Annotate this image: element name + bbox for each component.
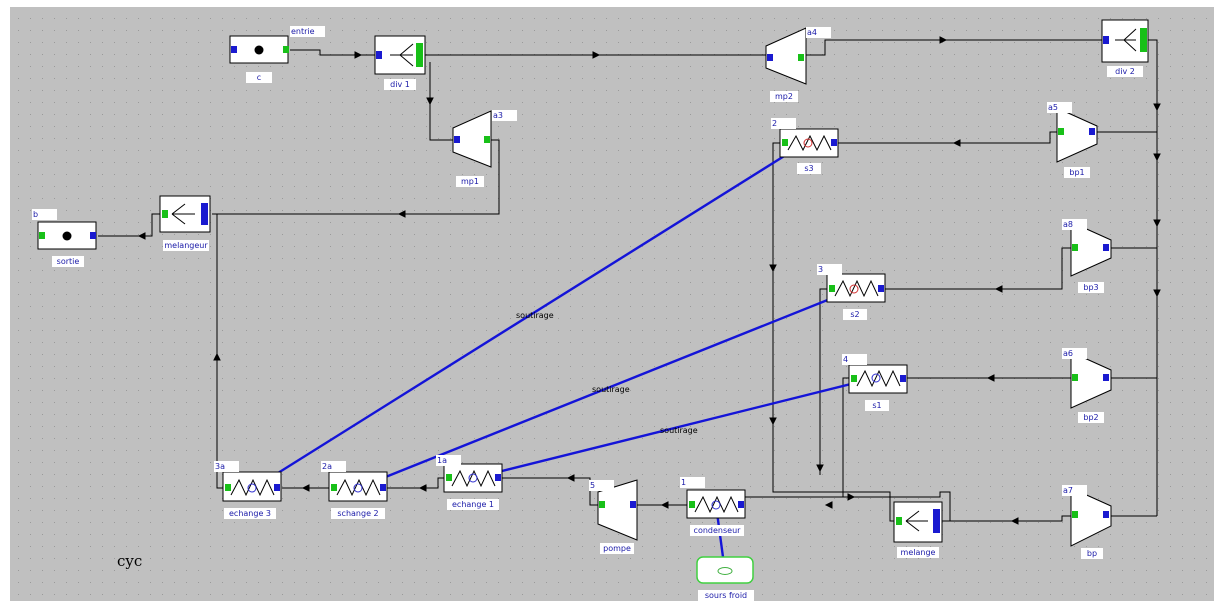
point-label-1: 1 bbox=[680, 477, 705, 488]
label-s2: s2 bbox=[843, 309, 867, 320]
component-bp[interactable] bbox=[1070, 487, 1112, 547]
component-bp1[interactable] bbox=[1056, 107, 1098, 163]
component-s3[interactable] bbox=[779, 128, 839, 158]
component-c[interactable] bbox=[229, 35, 289, 64]
point-label-1a: 1a bbox=[436, 455, 461, 466]
label-bp2: bp2 bbox=[1078, 412, 1104, 423]
component-source-froid[interactable] bbox=[696, 556, 754, 584]
component-pompe[interactable] bbox=[597, 479, 638, 541]
component-s1[interactable] bbox=[848, 364, 908, 394]
stream-div2-bus[interactable] bbox=[1148, 39, 1158, 516]
component-sortie[interactable] bbox=[37, 221, 97, 250]
point-label-entrie: entrie bbox=[290, 26, 325, 37]
point-label-4: 4 bbox=[842, 354, 867, 365]
label-div2: div 2 bbox=[1107, 66, 1143, 77]
label-mp2: mp2 bbox=[770, 91, 798, 102]
link-s3-echange3[interactable] bbox=[253, 141, 806, 490]
label-c: c bbox=[246, 72, 272, 83]
diagram-title: cyc bbox=[117, 552, 143, 570]
stream-echange3-melangeur[interactable] bbox=[216, 214, 225, 489]
point-label-3: 3 bbox=[817, 264, 842, 275]
point-label-b: b bbox=[32, 209, 57, 220]
component-melangeur[interactable] bbox=[159, 195, 211, 233]
component-mp1[interactable] bbox=[452, 110, 492, 168]
label-bp1: bp1 bbox=[1064, 167, 1090, 178]
stream-echange1-echange2[interactable] bbox=[387, 477, 447, 489]
stream-melangeur-sortie[interactable] bbox=[98, 213, 160, 237]
extraction-links bbox=[253, 141, 876, 573]
label-pompe: pompe bbox=[600, 543, 634, 554]
label-s3: s3 bbox=[797, 163, 821, 174]
point-label-a5: a5 bbox=[1047, 102, 1072, 113]
stream-div1-mp1[interactable] bbox=[429, 62, 455, 141]
label-echange3: echange 3 bbox=[224, 508, 276, 519]
component-mp2[interactable] bbox=[765, 27, 807, 85]
point-label-a4: a4 bbox=[806, 27, 831, 38]
label-melangeur: melangeur bbox=[163, 240, 209, 251]
stream-bp3-s2[interactable] bbox=[884, 247, 1074, 290]
stream-mp1-melangeur[interactable] bbox=[212, 139, 500, 215]
stream-bp1-s3[interactable] bbox=[836, 131, 1060, 144]
point-label-5: 5 bbox=[589, 480, 614, 491]
label-echange2: schange 2 bbox=[331, 508, 385, 519]
point-label-a8: a8 bbox=[1062, 219, 1087, 230]
label-echange1: echange 1 bbox=[447, 499, 499, 510]
label-sortie: sortie bbox=[52, 256, 84, 267]
point-label-3a: 3a bbox=[214, 461, 239, 472]
component-condenseur[interactable] bbox=[686, 489, 746, 519]
stream-lines bbox=[98, 36, 1161, 525]
stream-bp-melange[interactable] bbox=[940, 515, 1074, 522]
point-label-a3: a3 bbox=[492, 110, 517, 121]
component-echange2[interactable] bbox=[328, 471, 388, 502]
point-label-a6: a6 bbox=[1062, 348, 1087, 359]
label-source-froid: sours froid bbox=[698, 590, 754, 601]
label-bp: bp bbox=[1081, 548, 1103, 559]
label-s1: s1 bbox=[865, 400, 889, 411]
component-echange1[interactable] bbox=[443, 463, 503, 493]
link-label-s1-echange1: soutirage bbox=[660, 426, 698, 435]
component-bp2[interactable] bbox=[1070, 351, 1112, 409]
label-div1: div 1 bbox=[384, 79, 416, 90]
component-echange3[interactable] bbox=[222, 471, 282, 502]
point-label-2: 2 bbox=[771, 118, 796, 129]
link-label-s2-echange2: soutirage bbox=[592, 385, 630, 394]
link-s1-echange1[interactable] bbox=[473, 376, 876, 480]
link-s2-echange2[interactable] bbox=[357, 287, 856, 490]
component-melange[interactable] bbox=[893, 501, 943, 543]
stream-s3-drain[interactable] bbox=[772, 142, 900, 522]
label-melange: melange bbox=[897, 547, 939, 558]
stream-c-div1[interactable] bbox=[290, 49, 375, 56]
point-label-a7: a7 bbox=[1062, 485, 1087, 496]
point-label-2a: 2a bbox=[321, 461, 346, 472]
component-div1[interactable] bbox=[374, 35, 426, 75]
label-condenseur: condenseur bbox=[690, 525, 744, 536]
stream-mp2-div2[interactable] bbox=[803, 39, 1105, 56]
stream-pompe-echange1[interactable] bbox=[500, 477, 600, 506]
component-div2[interactable] bbox=[1101, 19, 1149, 63]
component-bp3[interactable] bbox=[1070, 221, 1112, 277]
label-mp1: mp1 bbox=[456, 176, 484, 187]
link-label-s3-echange3: soutirage bbox=[516, 311, 554, 320]
component-s2[interactable] bbox=[826, 273, 886, 303]
label-bp3: bp3 bbox=[1078, 282, 1104, 293]
